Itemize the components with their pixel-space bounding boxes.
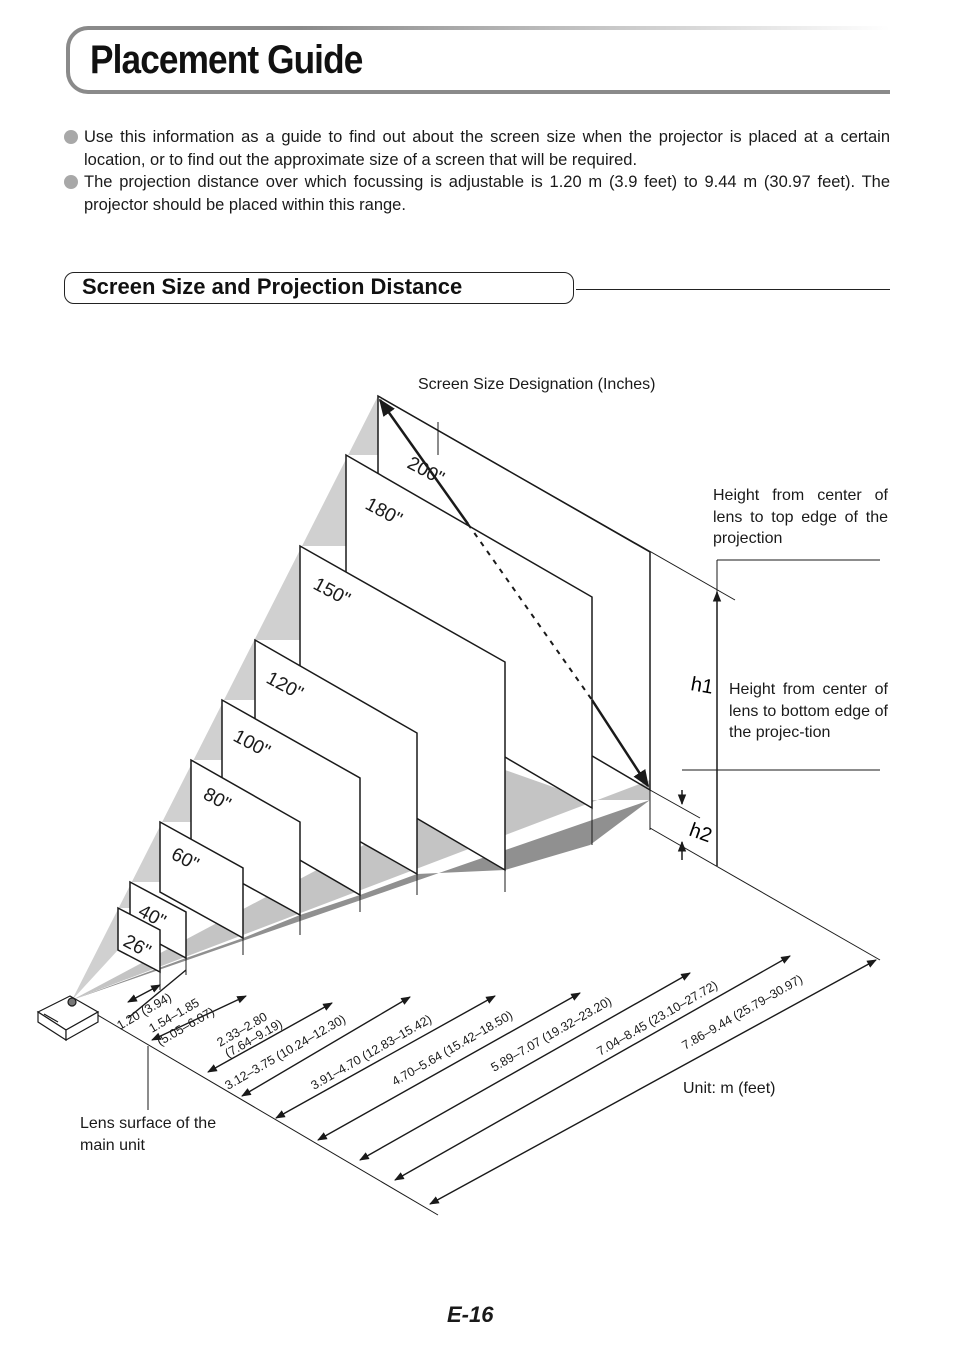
unit-label: Unit: m (feet) (683, 1080, 776, 1097)
section-header-box (64, 272, 574, 304)
bottom-height-label: Height from center of lens to bottom edg… (729, 681, 888, 741)
screen-size-label: Screen Size Designation (Inches) (418, 376, 656, 393)
title-frame (66, 26, 890, 94)
bullet-icon (64, 130, 78, 144)
section-rule (576, 289, 890, 290)
bullet-icon (64, 175, 78, 189)
top-height-label: Height from center of lens to top edge o… (713, 487, 888, 547)
bottom-edge-extension (649, 789, 701, 819)
top-edge-extension (377, 395, 736, 601)
intro-item: The projection distance over which focus… (64, 171, 890, 216)
intro-text-1: Use this information as a guide to find … (84, 128, 890, 169)
page-number: E-16 (447, 1302, 494, 1327)
distance-label-200: 7.86–9.44 (25.79–30.97) (680, 972, 806, 1053)
projector-icon (36, 995, 100, 1042)
h1-label: h1 (689, 673, 715, 699)
diagonal-arrow-bottom (590, 699, 650, 788)
intro-text-2: The projection distance over which focus… (84, 173, 890, 214)
lens-surface-label: Lens surface of the main unit (80, 1115, 217, 1154)
section-title: Screen Size and Projection Distance (82, 274, 463, 299)
lens-center-line (649, 827, 881, 961)
intro-text: Use this information as a guide to find … (64, 126, 890, 216)
h2-label: h2 (686, 819, 714, 847)
page-title: Placement Guide (90, 38, 363, 82)
diagonal-dashed (467, 523, 593, 701)
distance-label-180: 7.04–8.45 (23.10–27.72) (595, 978, 721, 1059)
diagonal-arrow-top (378, 398, 470, 525)
intro-item: Use this information as a guide to find … (64, 126, 890, 171)
